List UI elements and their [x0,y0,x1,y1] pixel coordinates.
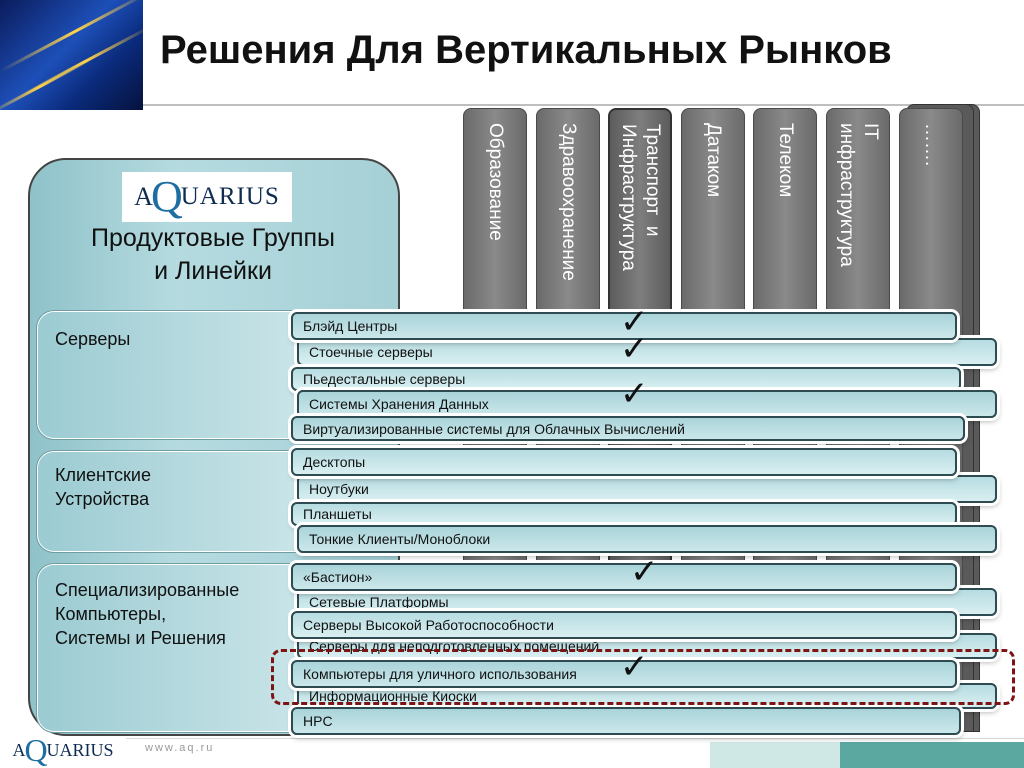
logo-letters-rest: UARIUS [180,183,280,210]
group-label: Серверы [55,327,130,351]
group-label-line: Специализированные [55,580,240,600]
logo-letter-a: A [12,739,26,760]
group-label-line: Устройства [55,489,150,509]
group-label-line: Серверы [55,329,131,349]
column-label: Транспорт и Инфраструктура [618,124,663,271]
product-label: Сетевые Платформы [309,594,449,610]
product-bar-high-availability[interactable]: Серверы Высокой Работоспособности [291,611,957,639]
product-label: Пьедестальные серверы [303,371,466,387]
footer-url[interactable]: www.aq.ru [145,742,215,754]
column-label: Датаком [703,123,724,198]
product-label: Стоечные серверы [309,344,433,360]
group-client-devices[interactable]: Клиентские Устройства [36,450,336,553]
logo-letters-rest: UARIUS [46,739,114,760]
header-divider [143,104,1024,106]
panel-heading-line: Продуктовые Группы [90,224,335,252]
column-label: Телеком [775,123,796,198]
column-label: Образование [485,123,506,241]
product-bar-bastion[interactable]: «Бастион» [291,563,957,591]
product-label: Ноутбуки [309,481,369,497]
product-bar-blade-centers[interactable]: Блэйд Центры [291,312,957,340]
column-label: ……. [921,123,942,167]
product-bar-desktops[interactable]: Десктопы [291,448,957,476]
group-label-line: Клиентские [55,465,151,485]
panel-heading: Продуктовые Группы и Линейки [40,222,386,288]
product-bar-thin-clients[interactable]: Тонкие Клиенты/Моноблоки [297,525,997,553]
product-bar-tablets[interactable]: Планшеты [291,502,957,526]
logo-letter-a: A [134,182,153,211]
product-label: Системы Хранения Данных [309,396,489,412]
product-label: Виртуализированные системы для Облачных … [303,420,685,437]
checkmark-icon: ✓ [620,374,649,414]
group-label-line: Компьютеры, [55,604,167,624]
product-label: Блэйд Центры [303,318,398,334]
footer-accent-light [710,742,850,768]
footer-divider [126,738,1024,739]
checkmark-icon: ✓ [620,647,649,687]
logo-letter-q: Q [24,732,48,768]
checkmark-icon: ✓ [630,552,659,592]
product-bar-cloud-virtualization[interactable]: Виртуализированные системы для Облачных … [291,416,965,441]
checkmark-icon: ✓ [620,329,649,369]
checkmark-icon: ✓ [620,302,649,342]
group-servers[interactable]: Серверы [36,310,336,440]
highlight-outdoor-computers [271,649,1015,705]
product-bar-outdoor-computers[interactable]: Компьютеры для уличного использования [291,660,957,688]
logo-letter-q: Q [150,172,183,221]
product-label: Информационные Киоски [309,688,477,704]
page-title: Решения Для Вертикальных Рынков [160,28,892,72]
product-bar-hpc[interactable]: HPC [291,707,961,735]
footer-accent-dark [840,742,1024,768]
header-image [0,0,143,110]
product-label: HPC [303,713,333,729]
product-label: Тонкие Клиенты/Моноблоки [309,531,491,547]
column-label: Здравоохранение [558,123,579,281]
group-label-line: Системы и Решения [55,628,226,648]
column-label: IT инфраструктура [836,123,881,267]
product-label: «Бастион» [303,569,373,585]
product-label: Серверы Высокой Работоспособности [303,617,554,633]
product-label: Компьютеры для уличного использования [303,666,577,682]
product-label: Планшеты [303,506,372,522]
panel-heading-line: и Линейки [154,257,272,285]
product-label: Десктопы [303,454,366,470]
header-image-streak [0,0,143,73]
group-specialized[interactable]: Специализированные Компьютеры, Системы и… [36,563,336,733]
product-bar-laptops[interactable]: Ноутбуки [297,475,997,503]
group-label: Специализированные Компьютеры, Системы и… [55,578,239,650]
group-label: Клиентские Устройства [55,463,151,511]
